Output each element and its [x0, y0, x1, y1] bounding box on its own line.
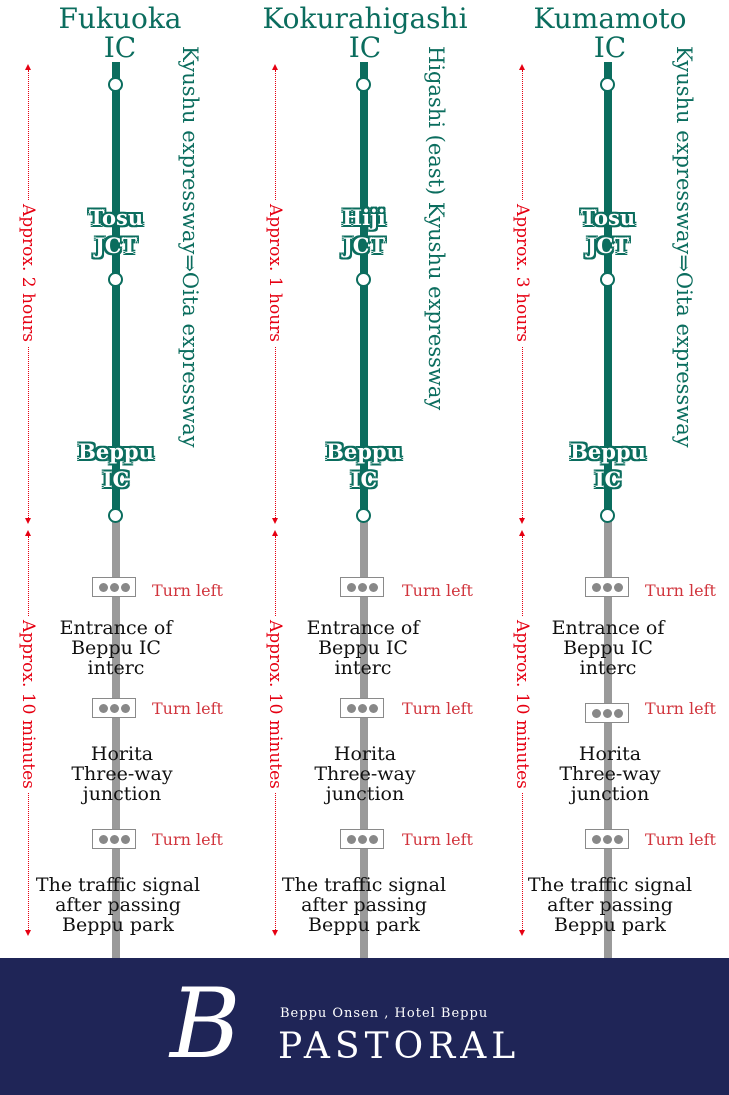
origin-node — [356, 77, 371, 92]
time-arrow-up-icon — [272, 64, 278, 70]
brand-logo: B — [170, 968, 241, 1080]
local-time: Approx. 10 minutes — [265, 616, 285, 793]
turn-instruction: Turn left — [402, 699, 473, 718]
exit-node — [600, 508, 615, 523]
turn-instruction: Turn left — [402, 581, 473, 600]
turn-instruction: Turn left — [152, 830, 223, 849]
time-arrow-up-icon — [25, 64, 31, 70]
time-arrow-down-icon — [25, 930, 31, 936]
origin-node — [600, 77, 615, 92]
stop-traffic-signal: The traffic signal after passing Beppu p… — [281, 874, 447, 936]
highway-time: Approx. 3 hours — [512, 200, 532, 347]
highway-road — [112, 62, 120, 516]
stop-horita: Horita Three-way junction — [559, 743, 661, 805]
brand-subtitle: Beppu Onsen , Hotel Beppu — [280, 1006, 489, 1021]
stop-traffic-signal: The traffic signal after passing Beppu p… — [35, 874, 201, 936]
turn-instruction: Turn left — [645, 581, 716, 600]
local-road — [112, 516, 120, 958]
time-arrow-up-icon — [519, 530, 525, 536]
time-arrow-down-icon — [272, 518, 278, 524]
origin-node — [108, 77, 123, 92]
origin-label: Fukuoka IC — [58, 2, 182, 64]
time-arrow-down-icon — [272, 930, 278, 936]
turn-instruction: Turn left — [402, 830, 473, 849]
exit-label: Beppu IC — [570, 439, 646, 492]
highway-name: Kyushu expressway⇒Oita expressway — [672, 46, 696, 448]
junction-label: Tosu JCT — [580, 205, 636, 258]
junction-node — [356, 272, 371, 287]
time-arrow-up-icon — [519, 64, 525, 70]
highway-name: Kyushu expressway⇒Oita expressway — [178, 46, 202, 448]
exit-label: Beppu IC — [326, 439, 402, 492]
traffic-signal-icon — [585, 829, 629, 849]
traffic-signal-icon — [340, 577, 384, 597]
local-time: Approx. 10 minutes — [512, 616, 532, 793]
highway-time: Approx. 1 hours — [265, 200, 285, 347]
traffic-signal-icon — [585, 577, 629, 597]
traffic-signal-icon — [585, 703, 629, 723]
turn-instruction: Turn left — [645, 699, 716, 718]
brand-footer: B Beppu Onsen , Hotel Beppu PASTORAL — [0, 958, 729, 1095]
turn-instruction: Turn left — [152, 699, 223, 718]
junction-label: Tosu JCT — [88, 205, 144, 258]
traffic-signal-icon — [92, 829, 136, 849]
time-arrow-down-icon — [519, 930, 525, 936]
exit-node — [356, 508, 371, 523]
highway-road — [360, 62, 368, 516]
local-road — [360, 516, 368, 958]
junction-label: Hiji JCT — [342, 205, 386, 258]
turn-instruction: Turn left — [645, 830, 716, 849]
junction-node — [600, 272, 615, 287]
time-arrow-up-icon — [272, 530, 278, 536]
traffic-signal-icon — [92, 698, 136, 718]
time-arrow-up-icon — [25, 530, 31, 536]
stop-entrance: Entrance of Beppu IC interc — [551, 617, 665, 679]
traffic-signal-icon — [92, 577, 136, 597]
origin-label: Kokurahigashi IC — [262, 2, 468, 64]
turn-instruction: Turn left — [152, 581, 223, 600]
traffic-signal-icon — [340, 829, 384, 849]
traffic-signal-icon — [340, 698, 384, 718]
origin-label: Kumamoto IC — [533, 2, 687, 64]
highway-name: Higashi (east) Kyushu expressway — [424, 46, 448, 411]
local-road — [604, 516, 612, 958]
brand-name: PASTORAL — [278, 1026, 521, 1067]
stop-entrance: Entrance of Beppu IC interc — [59, 617, 173, 679]
stop-entrance: Entrance of Beppu IC interc — [306, 617, 420, 679]
highway-time: Approx. 2 hours — [18, 200, 38, 347]
exit-label: Beppu IC — [78, 439, 154, 492]
time-arrow-down-icon — [25, 518, 31, 524]
stop-traffic-signal: The traffic signal after passing Beppu p… — [527, 874, 693, 936]
junction-node — [108, 272, 123, 287]
time-arrow-down-icon — [519, 518, 525, 524]
stop-horita: Horita Three-way junction — [71, 743, 173, 805]
local-time: Approx. 10 minutes — [18, 616, 38, 793]
exit-node — [108, 508, 123, 523]
highway-road — [604, 62, 612, 516]
stop-horita: Horita Three-way junction — [314, 743, 416, 805]
